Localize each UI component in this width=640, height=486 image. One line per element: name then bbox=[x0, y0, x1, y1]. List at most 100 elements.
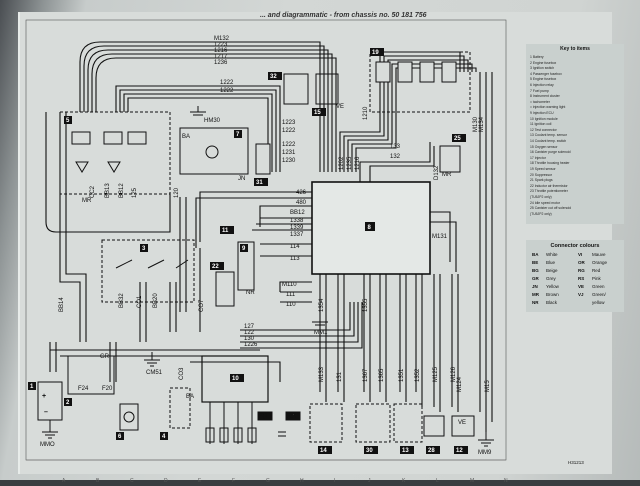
svg-text:1: 1 bbox=[30, 384, 34, 390]
connector-code: GR bbox=[100, 354, 110, 360]
spark-plugs: 26 24 bbox=[205, 402, 301, 444]
wire-label: CO7 bbox=[199, 299, 205, 312]
legend-item: 24 Idle speed motor bbox=[530, 200, 560, 205]
svg-text:25: 25 bbox=[454, 136, 461, 142]
svg-text:10: 10 bbox=[232, 376, 239, 382]
svg-text:5: 5 bbox=[66, 118, 70, 124]
connector-code: F20 bbox=[102, 386, 113, 392]
ground-label: CM51 bbox=[146, 370, 163, 376]
svg-text:+: + bbox=[42, 393, 46, 400]
ignition-coil: 22 bbox=[210, 262, 235, 307]
connector-25: 25 bbox=[439, 134, 466, 173]
legend-item: 11 Ignition coil bbox=[530, 122, 552, 127]
wire-label: 1365 bbox=[379, 368, 385, 382]
svg-text:15: 15 bbox=[314, 110, 321, 116]
legend-item: 16 Canister purge solenoid bbox=[530, 150, 571, 155]
svg-text:32: 32 bbox=[270, 74, 277, 80]
wire-label: 114 bbox=[290, 244, 300, 250]
wire-label: 1216 bbox=[214, 48, 228, 54]
legend-item: 20 Suppressor bbox=[530, 172, 553, 177]
wire-label: 1354 bbox=[319, 298, 325, 312]
legend-item: 21 Spark plugs bbox=[530, 178, 553, 183]
wire-label: 1223 bbox=[214, 42, 228, 48]
wire-label: BB13 bbox=[105, 183, 111, 198]
legend-item: 17 Injector bbox=[530, 155, 546, 160]
wire-label: 1226 bbox=[244, 342, 258, 348]
wire-label: 1236 bbox=[214, 60, 228, 66]
wire-label: 1222 bbox=[282, 128, 296, 134]
wire-label: 113 bbox=[290, 256, 300, 262]
wire-label: 1210 bbox=[363, 106, 369, 120]
legend-item: 9 Injection ECU bbox=[530, 111, 554, 115]
grid-letter: A bbox=[62, 478, 66, 484]
legend-item: = tachometer bbox=[530, 99, 550, 104]
grid-letter: G bbox=[266, 478, 270, 484]
legend-item: 6 Injection relay bbox=[530, 83, 554, 87]
wire-label: M15 bbox=[485, 380, 491, 392]
connector-colour-entry: yellow bbox=[592, 300, 605, 305]
svg-text:2: 2 bbox=[66, 400, 70, 406]
wire-label: 1355 bbox=[363, 298, 369, 312]
connector-31: 31 bbox=[254, 143, 271, 186]
wire-label: 1222 bbox=[220, 88, 234, 94]
legend-item: 12 Test connector bbox=[530, 127, 557, 132]
legend-item: 23 Throttle potentiometer bbox=[530, 189, 568, 194]
legend-item: 15 Oxygen sensor bbox=[530, 144, 558, 149]
grid-letter: B bbox=[96, 478, 100, 484]
wire-label: 132 bbox=[390, 154, 401, 160]
svg-text:3: 3 bbox=[142, 246, 146, 252]
wire-label: 120 bbox=[174, 187, 180, 198]
legend-item: 19 Speed sensor bbox=[530, 167, 556, 171]
svg-text:13: 13 bbox=[402, 448, 409, 454]
connector-colours-title: Connector colours bbox=[550, 243, 600, 249]
wire-label: M131 bbox=[432, 234, 448, 240]
wire-label: 1338 bbox=[290, 218, 304, 224]
side-wire-labels: M131 D132 M134 M130 1202 1235 1216 1210 … bbox=[339, 106, 485, 240]
injection-ecu: 8 bbox=[311, 181, 431, 275]
ground-labels: HM30 CM51 MMO MM1 MM9 bbox=[40, 118, 492, 456]
wire-label: 1339 bbox=[290, 225, 304, 231]
legend-item: 1 Battery bbox=[530, 55, 544, 59]
legend-item: (TU5JP2 only) bbox=[530, 195, 552, 199]
ground-label: HM30 bbox=[204, 118, 221, 124]
wire-label: BB32 bbox=[119, 293, 125, 308]
sensor-30: 30 bbox=[355, 403, 391, 454]
svg-text:26: 26 bbox=[260, 414, 267, 420]
wire-label: M130 bbox=[473, 116, 479, 132]
wire-label: M125 bbox=[433, 366, 439, 382]
ground-label: MMO bbox=[40, 442, 55, 448]
header-text: ... and diagrammatic - from chassis no. … bbox=[260, 12, 427, 19]
wire-label: 1352 bbox=[415, 368, 421, 382]
svg-text:9: 9 bbox=[242, 246, 246, 252]
grid-letter: M bbox=[470, 478, 475, 484]
wire-bundles bbox=[45, 41, 493, 432]
sensor-32: 32 bbox=[268, 72, 309, 105]
wiring-diagram: 8 bbox=[25, 19, 507, 461]
grid-letter: N bbox=[504, 478, 508, 484]
svg-text:24: 24 bbox=[288, 414, 295, 420]
bottom-wire-labels: M133 131 1367 1365 1351 1352 M125 M126 1… bbox=[319, 298, 491, 392]
grid-letter: F bbox=[232, 478, 236, 484]
wire-label: 480 bbox=[296, 200, 307, 206]
wire-label: 1231 bbox=[282, 150, 296, 156]
svg-text:30: 30 bbox=[366, 448, 373, 454]
legend-item: 13 Coolant temp. sensor bbox=[530, 133, 567, 138]
svg-text:11: 11 bbox=[222, 228, 229, 234]
legend-item: = injection warning light bbox=[530, 105, 566, 110]
legend-item: 10 Ignition module bbox=[530, 116, 558, 121]
ground-label: MM1 bbox=[314, 330, 328, 336]
wire-label: 110 bbox=[286, 302, 296, 308]
component-4: 4 bbox=[160, 387, 191, 440]
wire-label: 130 bbox=[244, 336, 255, 342]
svg-text:–: – bbox=[44, 409, 48, 416]
sensor-12: 12 bbox=[451, 415, 475, 454]
legend-item: 14 Coolant temp. switch bbox=[530, 139, 567, 143]
legend-item: 2 Engine fusebox bbox=[530, 60, 557, 65]
wire-label: BB20 bbox=[153, 293, 159, 308]
wire-label: BB12 bbox=[290, 210, 305, 216]
grid-letter: D bbox=[164, 478, 168, 484]
